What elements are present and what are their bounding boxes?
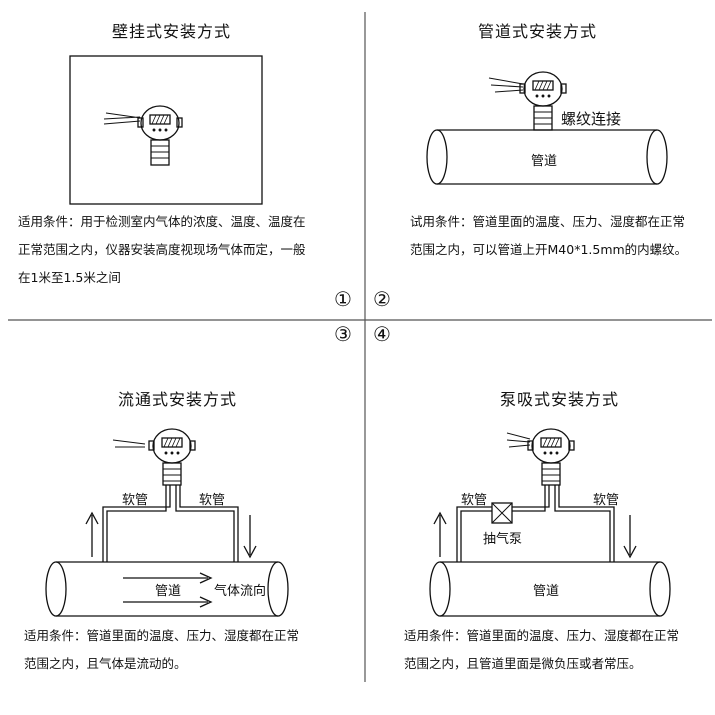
panel-4-condition-line: 范围之内，且管道里面是微负压或者常压。 (404, 656, 642, 671)
panel-1-condition-line: 正常范围之内，仪器安装高度视现场气体而定，一般 (18, 242, 306, 257)
wall-rectangle (69, 55, 263, 205)
panel-3-condition-line: 范围之内，且气体是流动的。 (24, 656, 187, 671)
panel-4-title: 泵吸式安装方式 (500, 390, 620, 409)
panel-3-title: 流通式安装方式 (118, 390, 238, 409)
panel-2-condition-line: 试用条件：管道里面的温度、压力、湿度都在正常 (410, 214, 686, 229)
panel-2-condition-line: 范围之内，可以管道上开M40*1.5mm的内螺纹。 (410, 242, 688, 257)
panel-3-condition-line: 适用条件：管道里面的温度、压力、湿度都在正常 (24, 628, 300, 643)
pipe-mount-drawing (426, 71, 668, 185)
marker-3: ③ (334, 322, 352, 346)
panel-2-condition: 试用条件：管道里面的温度、压力、湿度都在正常 范围之内，可以管道上开M40*1.… (410, 208, 715, 264)
panel-3-condition: 适用条件：管道里面的温度、压力、湿度都在正常 范围之内，且气体是流动的。 (24, 622, 354, 678)
hose-left-label: 软管 (122, 493, 149, 508)
pump-suction-drawing (429, 428, 671, 617)
panel-1-condition-line: 在1米至1.5米之间 (18, 270, 121, 285)
panel-1-condition: 适用条件：用于检测室内气体的浓度、温度、温度在 正常范围之内，仪器安装高度视现场… (18, 208, 348, 292)
pipe-label: 管道 (533, 584, 560, 599)
hose-right-label: 软管 (199, 493, 226, 508)
panel-4-condition-line: 适用条件：管道里面的温度、压力、湿度都在正常 (404, 628, 680, 643)
marker-2: ② (373, 287, 391, 311)
pipe-label: 管道 (531, 154, 558, 169)
pump-label: 抽气泵 (483, 532, 523, 547)
marker-4: ④ (373, 322, 391, 346)
panel-2-title: 管道式安装方式 (478, 22, 598, 41)
sensor-head-1 (140, 105, 180, 141)
wall-mount-drawing (69, 55, 263, 205)
hose-right-label: 软管 (593, 493, 620, 508)
panel-1-condition-line: 适用条件：用于检测室内气体的浓度、温度、温度在 (18, 214, 306, 229)
gas-flow-direction-label: 气体流向 (214, 584, 267, 599)
pipe-label: 管道 (155, 584, 182, 599)
panel-4-condition: 适用条件：管道里面的温度、压力、湿度都在正常 范围之内，且管道里面是微负压或者常… (404, 622, 715, 678)
panel-1-title: 壁挂式安装方式 (112, 22, 232, 41)
flow-through-drawing (45, 428, 289, 617)
hose-left-label: 软管 (461, 493, 488, 508)
marker-1: ① (334, 287, 352, 311)
thread-connection-label: 螺纹连接 (561, 110, 622, 128)
